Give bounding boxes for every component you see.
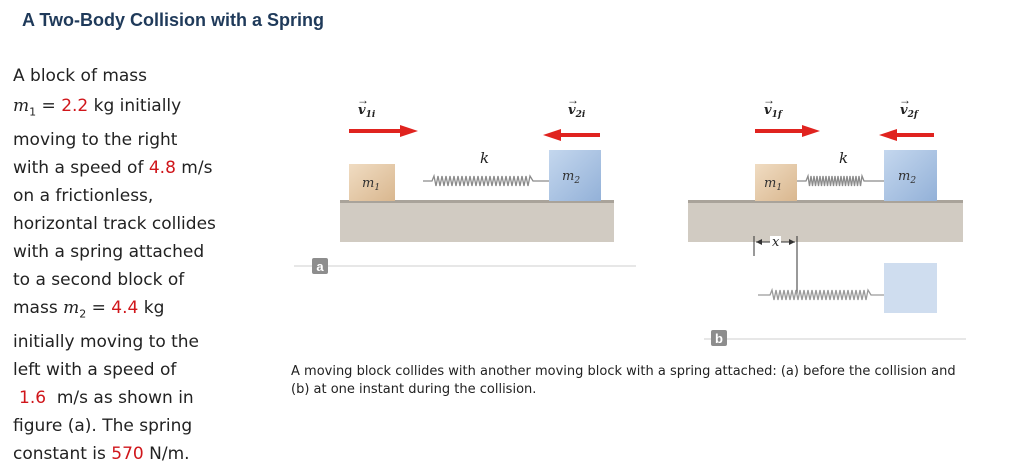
arrow-v2f [879,129,934,141]
spring-constant-value: 570 [111,444,144,464]
panel-b: m1 k m2 v1f → v2f → x b [688,93,966,346]
block-m2-relaxed [884,263,937,313]
ground-b [688,202,963,242]
problem-line: horizontal track collides [13,214,216,234]
speed2-value: 1.6 [19,388,47,408]
badge-a-label: a [316,259,324,274]
badge-b-label: b [715,331,723,346]
ground-a-edge [340,200,614,203]
problem-line-mass2: mass m2 = 4.4 kg [13,298,164,320]
ground-b-edge [688,200,963,203]
problem-line: left with a speed of [13,360,177,380]
arrow-v1i [349,125,418,137]
problem-line: moving to the right [13,130,178,150]
v1i-vector-arrow-icon: → [357,93,369,107]
problem-text: with a speed of [13,158,149,178]
equals: = [86,298,112,318]
badge-a [312,258,328,274]
spring-constant-label-b: k [839,149,848,167]
v2i-label: v2i [568,103,586,120]
m2-symbol: m [63,298,80,318]
arrow-v2i [543,129,600,141]
problem-line: figure (a). The spring [13,416,193,436]
figure-caption: A moving block collides with another mov… [291,364,956,397]
arrow-v1f [755,125,820,137]
problem-line: initially moving to the [13,332,200,352]
mass1-value: 2.2 [61,96,89,116]
m2-subscript: 2 [79,307,87,321]
problem-text: kg [138,298,165,318]
compression-arrowhead-left-icon [756,239,762,245]
compression-x-label: x [772,235,780,250]
problem-line: with a spring attached [13,242,205,262]
problem-line: A block of mass [13,66,148,86]
problem-text: N/m. [143,444,190,464]
block-m2-a-label: m2 [562,169,580,186]
block-m2-b-label: m2 [898,169,916,186]
block-m2-b [884,150,937,201]
v1f-label: v1f [764,103,784,120]
spring-b [797,173,884,187]
compression-arrowhead-right-icon [789,239,795,245]
speed1-value: 4.8 [148,158,176,178]
ground-a [340,202,614,242]
equals: = [36,96,62,116]
v2f-vector-arrow-icon: → [899,93,911,107]
problem-text: constant is [13,444,112,464]
block-m1-a [349,164,395,201]
block-m1-a-label: m1 [362,176,380,193]
v2f-label: v2f [900,103,920,120]
problem-line-mass1: m1 = 2.2 kg initially [13,96,181,118]
spring-a [423,173,549,187]
spring-relaxed [758,287,884,301]
page-title: A Two-Body Collision with a Spring [22,10,324,30]
problem-text: m/s as shown in [46,388,194,408]
problem-line: to a second block of [13,270,185,290]
spring-constant-label-a: k [480,149,489,167]
problem-line: on a frictionless, [13,186,154,206]
panel-a: m1 k m2 v1i → v2i → a [294,93,636,274]
problem-text: mass [13,298,64,318]
v2i-vector-arrow-icon: → [567,93,579,107]
badge-b [711,330,727,346]
mass2-value: 4.4 [111,298,139,318]
problem-line-speed1: with a speed of 4.8 m/s [13,158,212,178]
problem-line-speed2: 1.6 m/s as shown in [13,388,194,408]
block-m2-a [549,150,601,201]
m1-symbol: m [13,96,30,116]
v1i-label: v1i [358,103,376,120]
v1f-vector-arrow-icon: → [763,93,775,107]
block-m1-b [755,164,797,201]
problem-text: kg initially [88,96,182,116]
m1-subscript: 1 [29,105,37,119]
problem-line-spring-constant: constant is 570 N/m. [13,444,190,464]
problem-text: m/s [175,158,213,178]
block-m1-b-label: m1 [764,176,782,193]
